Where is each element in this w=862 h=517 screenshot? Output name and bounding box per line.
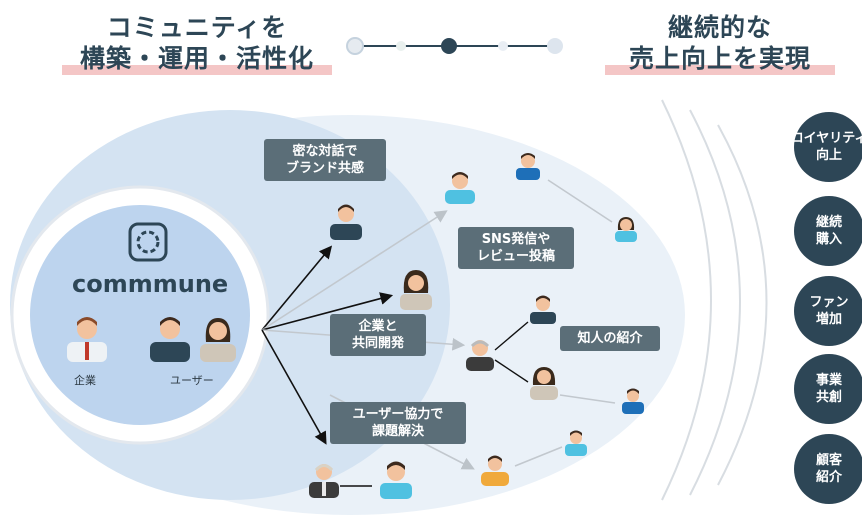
link-helper-right	[514, 446, 563, 467]
codev-box: 企業と 共同開発	[330, 314, 426, 356]
person-sns-right-icon	[615, 217, 637, 242]
dialogue-line2: ブランド共感	[285, 161, 364, 176]
outcome-pill: 継続購入	[794, 196, 862, 266]
right-heading-line2: 売上向上を実現	[628, 44, 811, 73]
company-person-icon	[67, 317, 107, 362]
person-helper-right-icon	[565, 430, 587, 456]
outcome-line2: 共創	[815, 390, 842, 405]
person-coop-elder-icon	[309, 464, 339, 498]
person-referral-right-icon	[622, 388, 644, 414]
wave-arc-2	[689, 109, 741, 496]
outcome-line1: ファン	[809, 295, 849, 310]
sns-line1: SNS発信や	[481, 232, 551, 247]
left-heading-line2: 構築・運用・活性化	[79, 44, 314, 73]
brand-name: commmune	[72, 270, 229, 298]
link-ref-top	[494, 321, 529, 351]
company-label: 企業	[74, 374, 96, 387]
outcome-pill: ロイヤリティ向上	[790, 112, 862, 182]
step-dot-4	[498, 41, 508, 51]
coop-line1: ユーザー協力で	[352, 407, 444, 422]
codev-line1: 企業と	[358, 319, 398, 334]
person-dialogue-icon	[330, 204, 362, 240]
commmune-disc	[30, 205, 250, 425]
outcome-pill: 事業共創	[794, 354, 862, 424]
sns-box: SNS発信や レビュー投稿	[458, 227, 574, 269]
outcome-line1: 事業	[815, 373, 842, 388]
outcome-line2: 向上	[815, 148, 842, 163]
outcome-line2: 紹介	[815, 470, 842, 485]
sns-line2: レビュー投稿	[476, 249, 555, 264]
person-referral-bottom-icon	[530, 367, 558, 400]
right-heading: 継続的な 売上向上を実現	[605, 12, 835, 75]
coop-box: ユーザー協力で 課題解決	[330, 402, 466, 444]
commmune-logo-icon	[128, 222, 168, 262]
left-heading-line2-wrap: 構築・運用・活性化	[62, 43, 332, 75]
coop-line2: 課題解決	[371, 424, 424, 439]
left-heading: コミュニティを 構築・運用・活性化	[62, 12, 332, 75]
person-sns-top-icon	[516, 153, 540, 180]
person-helper-icon	[481, 455, 509, 486]
step-dot-5	[547, 38, 563, 54]
outcome-line2: 増加	[815, 312, 842, 327]
referral-line1: 知人の紹介	[577, 331, 643, 346]
dialogue-box: 密な対話で ブランド共感	[264, 139, 386, 181]
dialogue-line1: 密な対話で	[292, 144, 358, 159]
person-referral-top-icon	[530, 295, 556, 324]
step-dot-2	[396, 41, 406, 51]
user-man-icon	[150, 317, 190, 362]
arrow-to-sns	[261, 210, 448, 331]
codev-line2: 共同開発	[351, 336, 404, 351]
arrow-to-coop	[261, 329, 327, 445]
user-label: ユーザー	[170, 374, 214, 387]
person-coop-young-icon	[380, 461, 412, 499]
outcome-pill: 顧客紹介	[794, 434, 862, 504]
step-dot-3	[441, 38, 457, 54]
outcome-pill: ファン増加	[794, 276, 862, 346]
right-heading-line1: 継続的な	[667, 13, 772, 42]
referral-box: 知人の紹介	[560, 326, 660, 351]
link-sns-right	[547, 179, 613, 223]
arrow-to-codev	[261, 292, 394, 331]
person-codev-icon	[400, 270, 432, 310]
wave-arc-3	[717, 124, 768, 486]
link-ref-bottom	[494, 359, 529, 383]
arrow-to-dialogue	[261, 245, 333, 331]
link-ref-right	[559, 394, 616, 404]
user-woman-icon	[200, 318, 236, 362]
person-referral-icon	[466, 340, 494, 371]
right-heading-line2-wrap: 売上向上を実現	[605, 43, 835, 75]
outcome-line1: 顧客	[815, 453, 842, 468]
wave-arc-1	[661, 99, 712, 501]
outcome-line1: ロイヤリティ	[790, 131, 862, 146]
step-dot-1	[346, 37, 364, 55]
left-heading-line1: コミュニティを	[106, 13, 288, 42]
person-sns-icon	[445, 172, 475, 204]
outcome-line2: 購入	[815, 232, 842, 247]
outcome-line1: 継続	[815, 215, 842, 230]
